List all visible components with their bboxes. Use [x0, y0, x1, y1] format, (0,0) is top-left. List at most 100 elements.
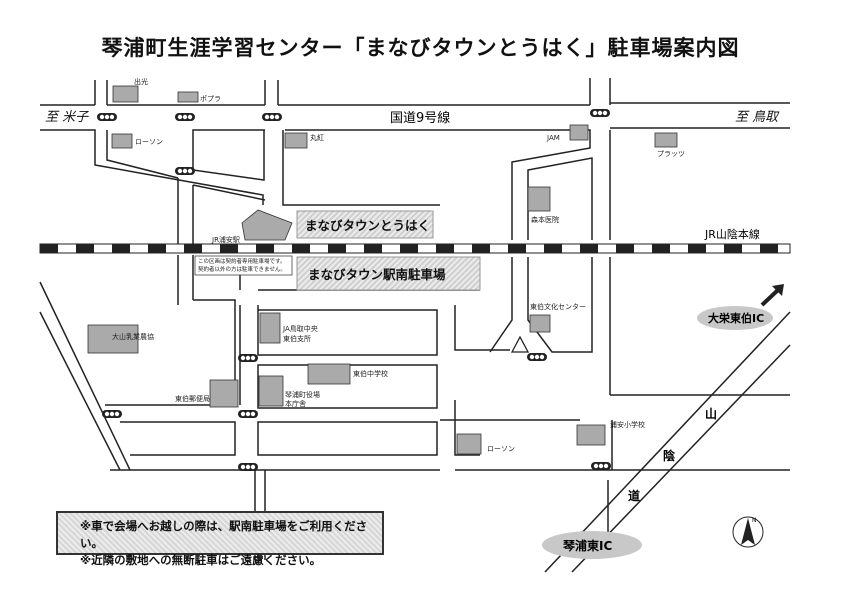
south-parking-box[interactable] [296, 256, 481, 291]
traffic-light-lamp [539, 354, 545, 360]
label-idemitsu: 出光 [134, 77, 148, 86]
railway-segment [652, 244, 670, 253]
traffic-light-lamp [250, 355, 256, 361]
factory-icon [87, 324, 139, 354]
ic-north-badge[interactable] [697, 306, 773, 330]
traffic-light-lamp [592, 110, 598, 116]
traffic-light-lamp [182, 114, 188, 120]
traffic-light-lamp [109, 411, 115, 417]
traffic-light-lamp [240, 355, 246, 361]
office-icon [259, 312, 281, 344]
railway-segment [544, 244, 562, 253]
label-station: JR浦安駅 [211, 235, 240, 244]
traffic-light-lamp [597, 110, 603, 116]
traffic-lights [97, 109, 611, 471]
traffic-light-lamp [109, 114, 115, 120]
traffic-light-lamp [598, 463, 604, 469]
hospital-icon [527, 186, 551, 212]
railway-segment [508, 244, 526, 253]
railway-segment [184, 244, 202, 253]
traffic-light-lamp [177, 114, 183, 120]
main-parking-box[interactable] [296, 210, 434, 239]
traffic-light-lamp [250, 464, 256, 470]
railway-segment [112, 244, 130, 253]
traffic-light-lamp [99, 114, 105, 120]
restricted-area-box [194, 255, 293, 276]
railway-segment [148, 244, 166, 253]
town-hall-icon [258, 375, 284, 407]
store-icon [177, 91, 199, 103]
railway-segment [220, 244, 238, 253]
railway-segment [40, 244, 58, 253]
store-icon [284, 132, 308, 149]
restricted-note-line2: 契約者以外の方は駐車できません。 [198, 265, 286, 273]
railway-label: JR山陰本線 [704, 227, 760, 241]
traffic-light-lamp [240, 411, 246, 417]
main-parking-label: まなびタウンとうはく [305, 218, 430, 233]
traffic-light-lamp [187, 168, 193, 174]
school-icon [307, 363, 351, 385]
ic-north-label: 大栄東伯IC [708, 311, 764, 325]
label-ja: JA鳥取中央 [282, 324, 318, 333]
traffic-light-lamp [529, 354, 535, 360]
north-arrow-icon [741, 518, 755, 545]
ic-south-badge[interactable] [542, 531, 642, 559]
label-es: 浦安小学校 [610, 420, 645, 429]
traffic-light-lamp [240, 464, 246, 470]
notice-line-2: ※近隣の敷地への無断駐車はご遠慮ください。 [80, 553, 322, 567]
railway-segment [256, 244, 274, 253]
traffic-light-lamp [274, 114, 280, 120]
railway-segment [616, 244, 634, 253]
label-lawson: ローソン [135, 138, 163, 146]
expressway-char-1: 山 [705, 406, 717, 421]
traffic-light-lamp [250, 411, 256, 417]
direction-east: 至 鳥取 [735, 110, 780, 125]
notice-line-1: ※車で会場へお越しの際は、駅南駐車場をご利用ください。 [80, 519, 368, 550]
railway-segment [472, 244, 490, 253]
store-icon [569, 124, 589, 141]
railway-segment [76, 244, 94, 253]
school-icon [576, 424, 606, 446]
label-jam: JAM [546, 134, 560, 142]
railway-segment [436, 244, 454, 253]
traffic-light-lamp [264, 114, 270, 120]
gas-station-icon [112, 85, 139, 103]
arrow-northeast-icon [760, 288, 780, 307]
traffic-light-lamp [534, 354, 540, 360]
ic-south-label: 琴浦東IC [562, 538, 612, 553]
traffic-light-lamp [177, 168, 183, 174]
traffic-light-lamp [269, 114, 275, 120]
traffic-light-lamp [104, 411, 110, 417]
railway-segment [364, 244, 382, 253]
building-icons [87, 85, 678, 455]
railway-segment [400, 244, 418, 253]
expressway-char-2: 陰 [663, 448, 676, 463]
label-morimoto: 森本医院 [531, 215, 559, 224]
expressway-char-3: 道 [628, 488, 640, 503]
railway-segment [328, 244, 346, 253]
traffic-light-lamp [593, 463, 599, 469]
railway-segment [724, 244, 742, 253]
post-office-icon [209, 379, 239, 408]
label-lawson-2: ローソン [487, 445, 515, 453]
route9-label: 国道9号線 [390, 110, 450, 126]
arrow-head-icon [772, 284, 784, 296]
south-parking-label: まなびタウン駅南駐車場 [308, 267, 446, 282]
restricted-note-line1: この区画は契約者専用駐車場です。 [198, 257, 285, 265]
building-icon [529, 314, 551, 333]
notice-box: ※車で会場へお越しの際は、駅南駐車場をご利用ください。 ※近隣の敷地への無断駐車… [56, 511, 384, 567]
label-postoffice: 東伯郵便局 [175, 394, 210, 403]
direction-west: 至 米子 [45, 110, 89, 125]
traffic-light-lamp [245, 411, 251, 417]
label-townhall-main: 本庁舎 [285, 399, 306, 408]
traffic-light-lamp [104, 114, 110, 120]
page-title: 琴浦町生涯学習センター「まなびタウンとうはく」駐車場案内図 [101, 36, 740, 60]
railway-segment [688, 244, 706, 253]
traffic-light-lamp [114, 411, 120, 417]
label-jhs: 東伯中学校 [353, 369, 388, 378]
railway [39, 243, 791, 254]
label-plats: プラッツ [657, 150, 685, 158]
label-daisen: 大山乳業農協 [112, 332, 154, 341]
label-townhall: 琴浦町役場 [285, 390, 320, 399]
